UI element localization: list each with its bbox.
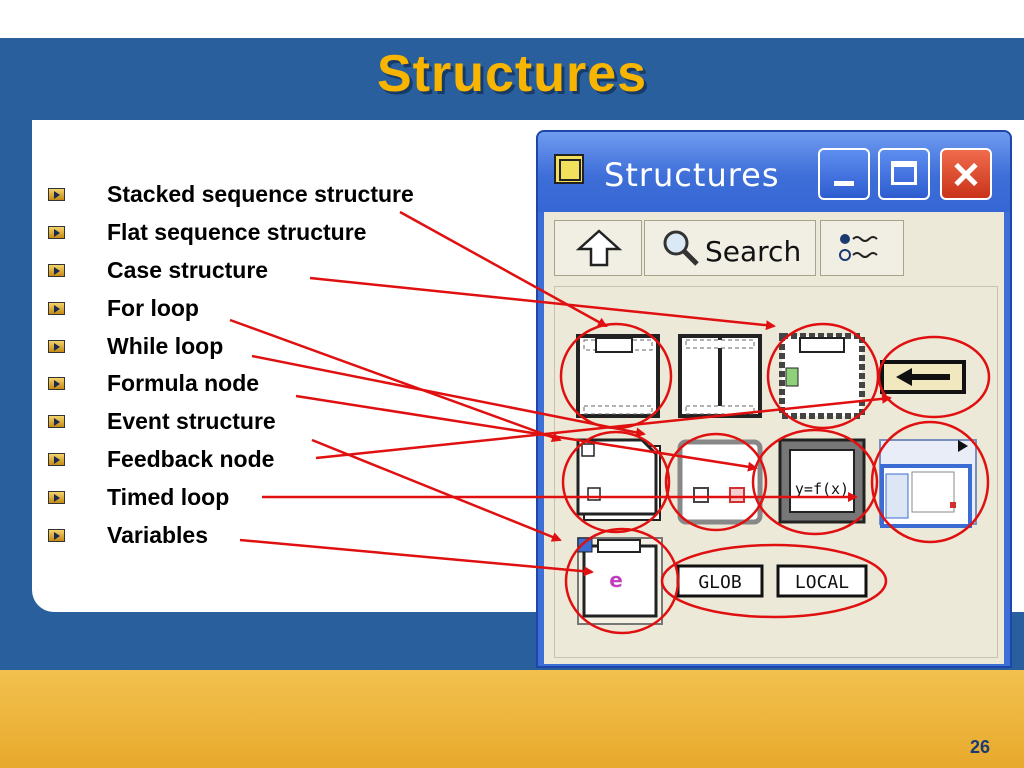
minimize-button[interactable]: [818, 148, 870, 200]
highlight-circle: [564, 527, 680, 635]
search-label: Search: [705, 235, 802, 268]
bullet-label: While loop: [107, 332, 224, 359]
top-strip: [0, 0, 1024, 38]
global-label: GLOB: [698, 572, 741, 593]
bullet-label: Flat sequence structure: [107, 219, 367, 246]
svg-text:e: e: [609, 568, 623, 592]
bullet-label: Stacked sequence structure: [107, 181, 414, 208]
footer-band: [0, 670, 1024, 768]
list-item: Stacked sequence structure: [48, 176, 414, 214]
event-structure-icon[interactable]: e: [577, 537, 663, 625]
highlight-circle: [561, 430, 671, 534]
highlight-circle: [660, 543, 888, 619]
bullet-icon: [48, 301, 65, 315]
annotation-arrow: [239, 538, 594, 577]
bullet-icon: [48, 452, 65, 466]
list-item: Event structure: [48, 403, 414, 441]
list-item: For loop: [48, 289, 414, 327]
highlight-circle: [664, 432, 768, 532]
global-variable-icon[interactable]: GLOB: [676, 564, 764, 598]
view-options-button[interactable]: [820, 220, 904, 276]
while-loop-icon[interactable]: [677, 439, 763, 525]
list-item: Flat sequence structure: [48, 214, 414, 252]
annotation-arrow: [309, 276, 776, 331]
annotation-arrow: [229, 318, 562, 442]
magnifier-icon: [663, 230, 699, 266]
local-variable-icon[interactable]: LOCAL: [776, 564, 868, 598]
close-button[interactable]: [940, 148, 992, 200]
for-loop-icon[interactable]: [576, 438, 661, 521]
list-item: Formula node: [48, 365, 414, 403]
bullet-label: Case structure: [107, 256, 269, 283]
list-item: Case structure: [48, 252, 414, 290]
annotation-arrow: [315, 393, 892, 460]
bullet-label: Feedback node: [107, 445, 275, 472]
highlight-circle: [766, 322, 880, 430]
highlight-circle: [877, 335, 991, 419]
highlight-circle: [751, 428, 879, 536]
bullet-icon: [48, 226, 65, 240]
annotation-arrow: [295, 394, 758, 472]
bullet-list: Stacked sequence structure Flat sequence…: [48, 176, 414, 554]
bullet-icon: [48, 188, 65, 202]
bullet-label: Formula node: [107, 370, 260, 397]
window-title: Structures: [604, 156, 780, 194]
highlight-circle: [559, 322, 673, 430]
timed-loop-icon[interactable]: [879, 439, 977, 528]
palette-toolbar: Search: [544, 212, 1004, 282]
feedback-node-icon[interactable]: [880, 360, 966, 394]
stacked-sequence-icon[interactable]: [576, 334, 660, 418]
maximize-button[interactable]: [878, 148, 930, 200]
bullet-label: Timed loop: [107, 483, 230, 510]
list-item: Feedback node: [48, 441, 414, 479]
bullet-icon: [48, 528, 65, 542]
bullet-icon: [48, 263, 65, 277]
view-options-icon: [839, 234, 878, 261]
bullet-icon: [48, 377, 65, 391]
annotation-arrow: [251, 354, 646, 438]
up-arrow-icon: [575, 229, 623, 267]
bullet-label: Variables: [107, 521, 209, 548]
search-button[interactable]: Search: [644, 220, 816, 276]
page-number: 26: [969, 737, 990, 757]
bullet-icon: [48, 415, 65, 429]
bullet-icon: [48, 339, 65, 353]
slide-title: Structures: [376, 45, 648, 103]
formula-text: y=f(x): [795, 480, 849, 498]
list-item: While loop: [48, 327, 414, 365]
up-button[interactable]: [554, 220, 642, 276]
structures-palette-icon: [554, 154, 584, 184]
case-structure-icon[interactable]: [779, 333, 865, 419]
bullet-label: Event structure: [107, 408, 276, 435]
list-item: Timed loop: [48, 478, 414, 516]
window-titlebar[interactable]: Structures: [538, 132, 1010, 212]
highlight-circle: [870, 420, 990, 544]
annotation-arrow: [311, 438, 562, 542]
annotation-arrow: [399, 210, 608, 328]
local-label: LOCAL: [795, 572, 849, 593]
list-item: Variables: [48, 516, 414, 554]
bullet-icon: [48, 490, 65, 504]
formula-node-icon[interactable]: y=f(x): [778, 438, 866, 524]
bullet-label: For loop: [107, 294, 199, 321]
